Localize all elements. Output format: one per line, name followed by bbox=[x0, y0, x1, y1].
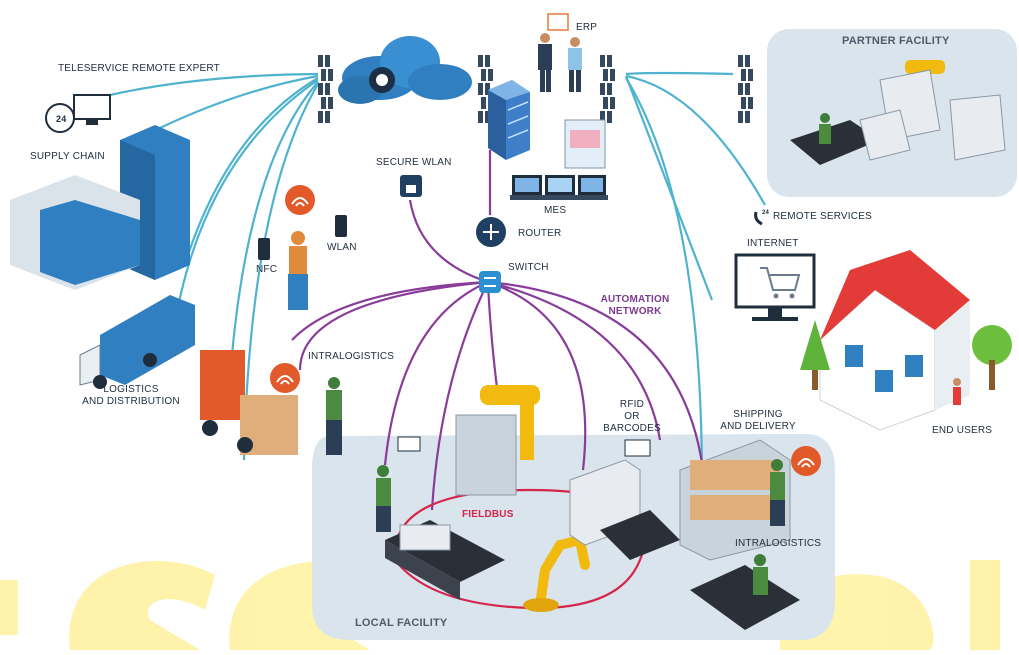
mes-label: MES bbox=[544, 205, 567, 216]
tree-icon bbox=[800, 320, 1012, 390]
logistics-line1: LOGISTICS bbox=[103, 384, 159, 395]
internet-label: INTERNET bbox=[747, 238, 799, 249]
mes-monitors bbox=[510, 175, 608, 200]
end-user-figure bbox=[953, 378, 961, 405]
end-users-label: END USERS bbox=[932, 425, 993, 436]
partner-facility-label: PARTNER FACILITY bbox=[842, 35, 950, 47]
shipping-label: SHIPPING AND DELIVERY bbox=[708, 409, 808, 433]
remote-phone-icon bbox=[754, 211, 763, 226]
cloud-icon bbox=[338, 36, 472, 104]
automation-links bbox=[291, 150, 705, 511]
intralogistics-left-label: INTRALOGISTICS bbox=[308, 351, 395, 362]
automation-network-label: AUTOMATION NETWORK bbox=[590, 294, 680, 318]
firewall-icon bbox=[318, 55, 753, 123]
secure-wlan-icon bbox=[400, 175, 422, 197]
facility-workers bbox=[376, 459, 785, 595]
rfid-line2: OR bbox=[624, 411, 640, 422]
shipping-line1: SHIPPING bbox=[733, 409, 783, 420]
intralogistics-right-label: INTRALOGISTICS bbox=[735, 538, 822, 549]
shipping-line2: AND DELIVERY bbox=[720, 421, 796, 432]
building-icon bbox=[10, 125, 190, 290]
barcode-scanner-icon bbox=[397, 436, 651, 457]
rfid-line3: BARCODES bbox=[603, 423, 661, 434]
monitor-icon bbox=[734, 253, 816, 321]
remote-services-label: REMOTE SERVICES bbox=[773, 211, 872, 222]
wlan-label: WLAN bbox=[327, 242, 357, 253]
automation-line2: NETWORK bbox=[608, 306, 662, 317]
local-facility-label: LOCAL FACILITY bbox=[355, 617, 448, 629]
house-icon bbox=[819, 250, 970, 431]
teleservice-icons bbox=[45, 94, 111, 133]
cloud-links bbox=[109, 71, 766, 471]
forklift-icon bbox=[200, 350, 298, 455]
secure-wlan-label: SECURE WLAN bbox=[376, 157, 452, 168]
supply-chain-label: SUPPLY CHAIN bbox=[30, 151, 105, 162]
router-icon bbox=[474, 215, 508, 249]
fieldbus-label: FIELDBUS bbox=[462, 509, 514, 520]
phone-icon bbox=[258, 215, 347, 260]
robot-arm-icon bbox=[455, 385, 590, 612]
rfid-label: RFID OR BARCODES bbox=[602, 399, 662, 435]
badge-24-small: 24 bbox=[762, 210, 770, 216]
nfc-label: NFC bbox=[256, 264, 278, 275]
badge-24: 24 bbox=[56, 114, 67, 124]
automation-line1: AUTOMATION bbox=[600, 294, 670, 305]
router-label: ROUTER bbox=[518, 228, 562, 239]
rfid-line1: RFID bbox=[619, 399, 645, 410]
worker-icon bbox=[288, 231, 342, 455]
teleservice-label: TELESERVICE REMOTE EXPERT bbox=[58, 63, 220, 74]
logistics-label: LOGISTICS AND DISTRIBUTION bbox=[76, 384, 186, 408]
server-icon bbox=[488, 80, 606, 169]
switch-icon bbox=[479, 271, 501, 293]
truck-icon bbox=[79, 295, 195, 389]
conveyor-icon bbox=[385, 439, 800, 630]
erp-people bbox=[538, 13, 582, 92]
cart-icon bbox=[760, 267, 801, 299]
erp-label: ERP bbox=[576, 22, 598, 33]
partner-machines bbox=[790, 60, 1006, 165]
wifi-icon bbox=[270, 185, 821, 476]
logistics-line2: AND DISTRIBUTION bbox=[82, 396, 180, 407]
switch-label: SWITCH bbox=[508, 262, 549, 273]
